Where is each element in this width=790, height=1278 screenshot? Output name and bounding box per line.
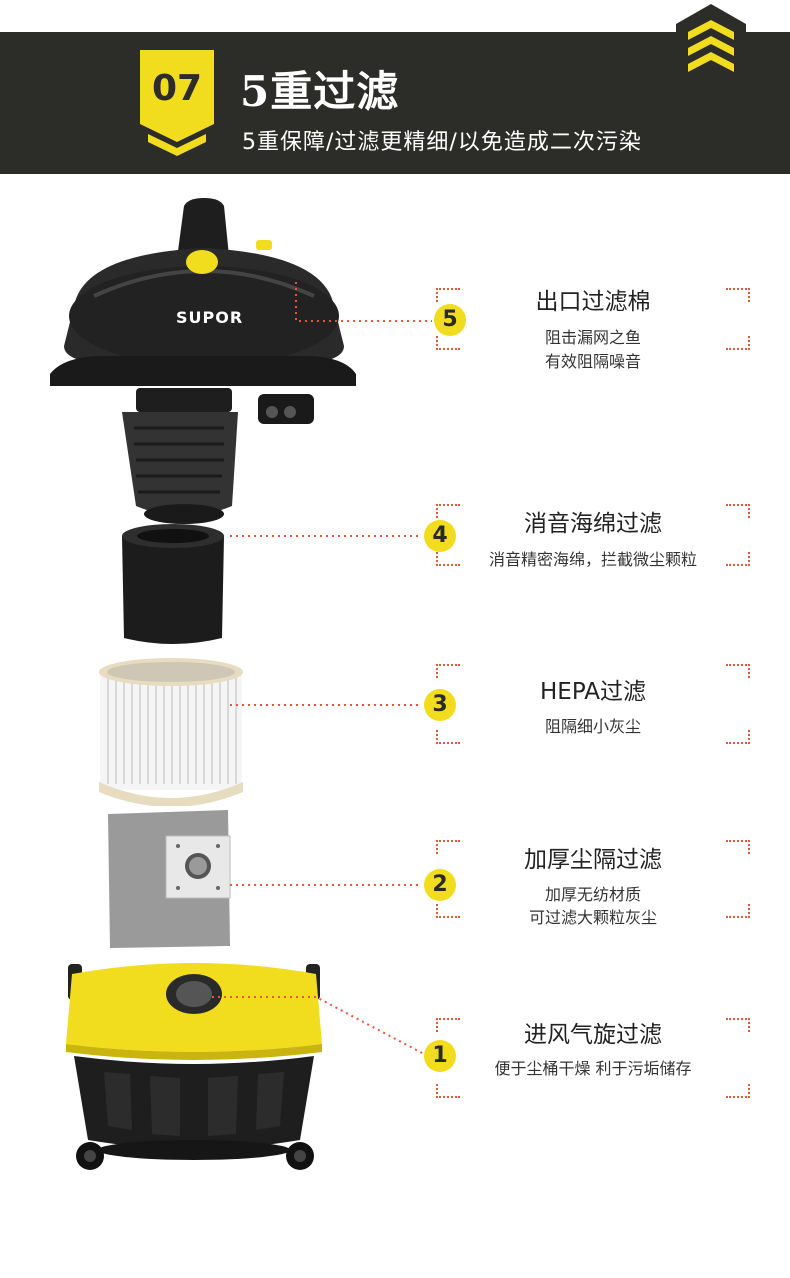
filter-2-desc-2: 可过滤大颗粒灰尘 [528, 908, 657, 927]
card-corner [726, 1084, 750, 1098]
card-corner [726, 840, 750, 854]
motor-head-image [50, 198, 356, 524]
filter-3-title: HEPA过滤 [540, 679, 646, 705]
filter-2-title: 加厚尘隔过滤 [524, 847, 662, 873]
sponge-filter-image [122, 524, 224, 644]
badge-number: 07 [152, 68, 202, 109]
filter-5-desc-1: 阻击漏网之鱼 [544, 328, 641, 347]
card-corner [436, 1084, 460, 1098]
dust-bag-image [108, 810, 231, 948]
filter-5-marker: 5 [434, 304, 466, 336]
page-subtitle: 5重保障/过滤更精细/以免造成二次污染 [242, 130, 642, 155]
filter-5-title: 出口过滤棉 [535, 289, 651, 315]
card-corner [436, 336, 460, 350]
card-corner [436, 288, 460, 302]
card-corner [726, 288, 750, 302]
card-corner [436, 904, 460, 918]
header-banner [0, 32, 790, 174]
filter-4-desc-1: 消音精密海绵，拦截微尘颗粒 [488, 550, 697, 569]
filter-3-card: HEPA过滤 阻隔细小灰尘 [436, 664, 750, 744]
page-title: 5重过滤 [240, 67, 400, 116]
card-corner [436, 664, 460, 678]
filter-4-title: 消音海绵过滤 [524, 511, 662, 537]
card-corner [726, 336, 750, 350]
filter-1-marker: 1 [424, 1040, 456, 1072]
dust-bucket-image [66, 963, 322, 1170]
card-corner [726, 904, 750, 918]
card-corner [436, 552, 460, 566]
card-corner [436, 504, 460, 518]
hepa-filter-image [99, 658, 243, 806]
layers-hex-icon [676, 4, 746, 86]
filter-2-marker: 2 [424, 869, 456, 901]
filter-1-title: 进风气旋过滤 [524, 1022, 662, 1048]
filter-5-card: 出口过滤棉 阻击漏网之鱼 有效阻隔噪音 [436, 288, 750, 371]
filter-3-desc-1: 阻隔细小灰尘 [544, 717, 641, 736]
filter-4-marker: 4 [424, 520, 456, 552]
card-corner [726, 552, 750, 566]
filter-5-desc-2: 有效阻隔噪音 [544, 352, 641, 371]
card-corner [726, 664, 750, 678]
filter-2-desc-1: 加厚无纺材质 [544, 885, 641, 904]
filter-1-desc-1: 便于尘桶干燥 利于污垢储存 [494, 1059, 692, 1078]
card-corner [726, 730, 750, 744]
card-corner [436, 730, 460, 744]
card-corner [726, 1018, 750, 1032]
card-corner [436, 840, 460, 854]
filter-1-card: 进风气旋过滤 便于尘桶干燥 利于污垢储存 [436, 1018, 750, 1098]
filter-2-card: 加厚尘隔过滤 加厚无纺材质 可过滤大颗粒灰尘 [436, 840, 750, 927]
card-corner [726, 504, 750, 518]
card-corner [436, 1018, 460, 1032]
filter-3-marker: 3 [424, 689, 456, 721]
product-logo: SUPOR [176, 308, 244, 327]
section-number-badge: 07 [140, 50, 214, 156]
filter-4-card: 消音海绵过滤 消音精密海绵，拦截微尘颗粒 [436, 504, 750, 569]
